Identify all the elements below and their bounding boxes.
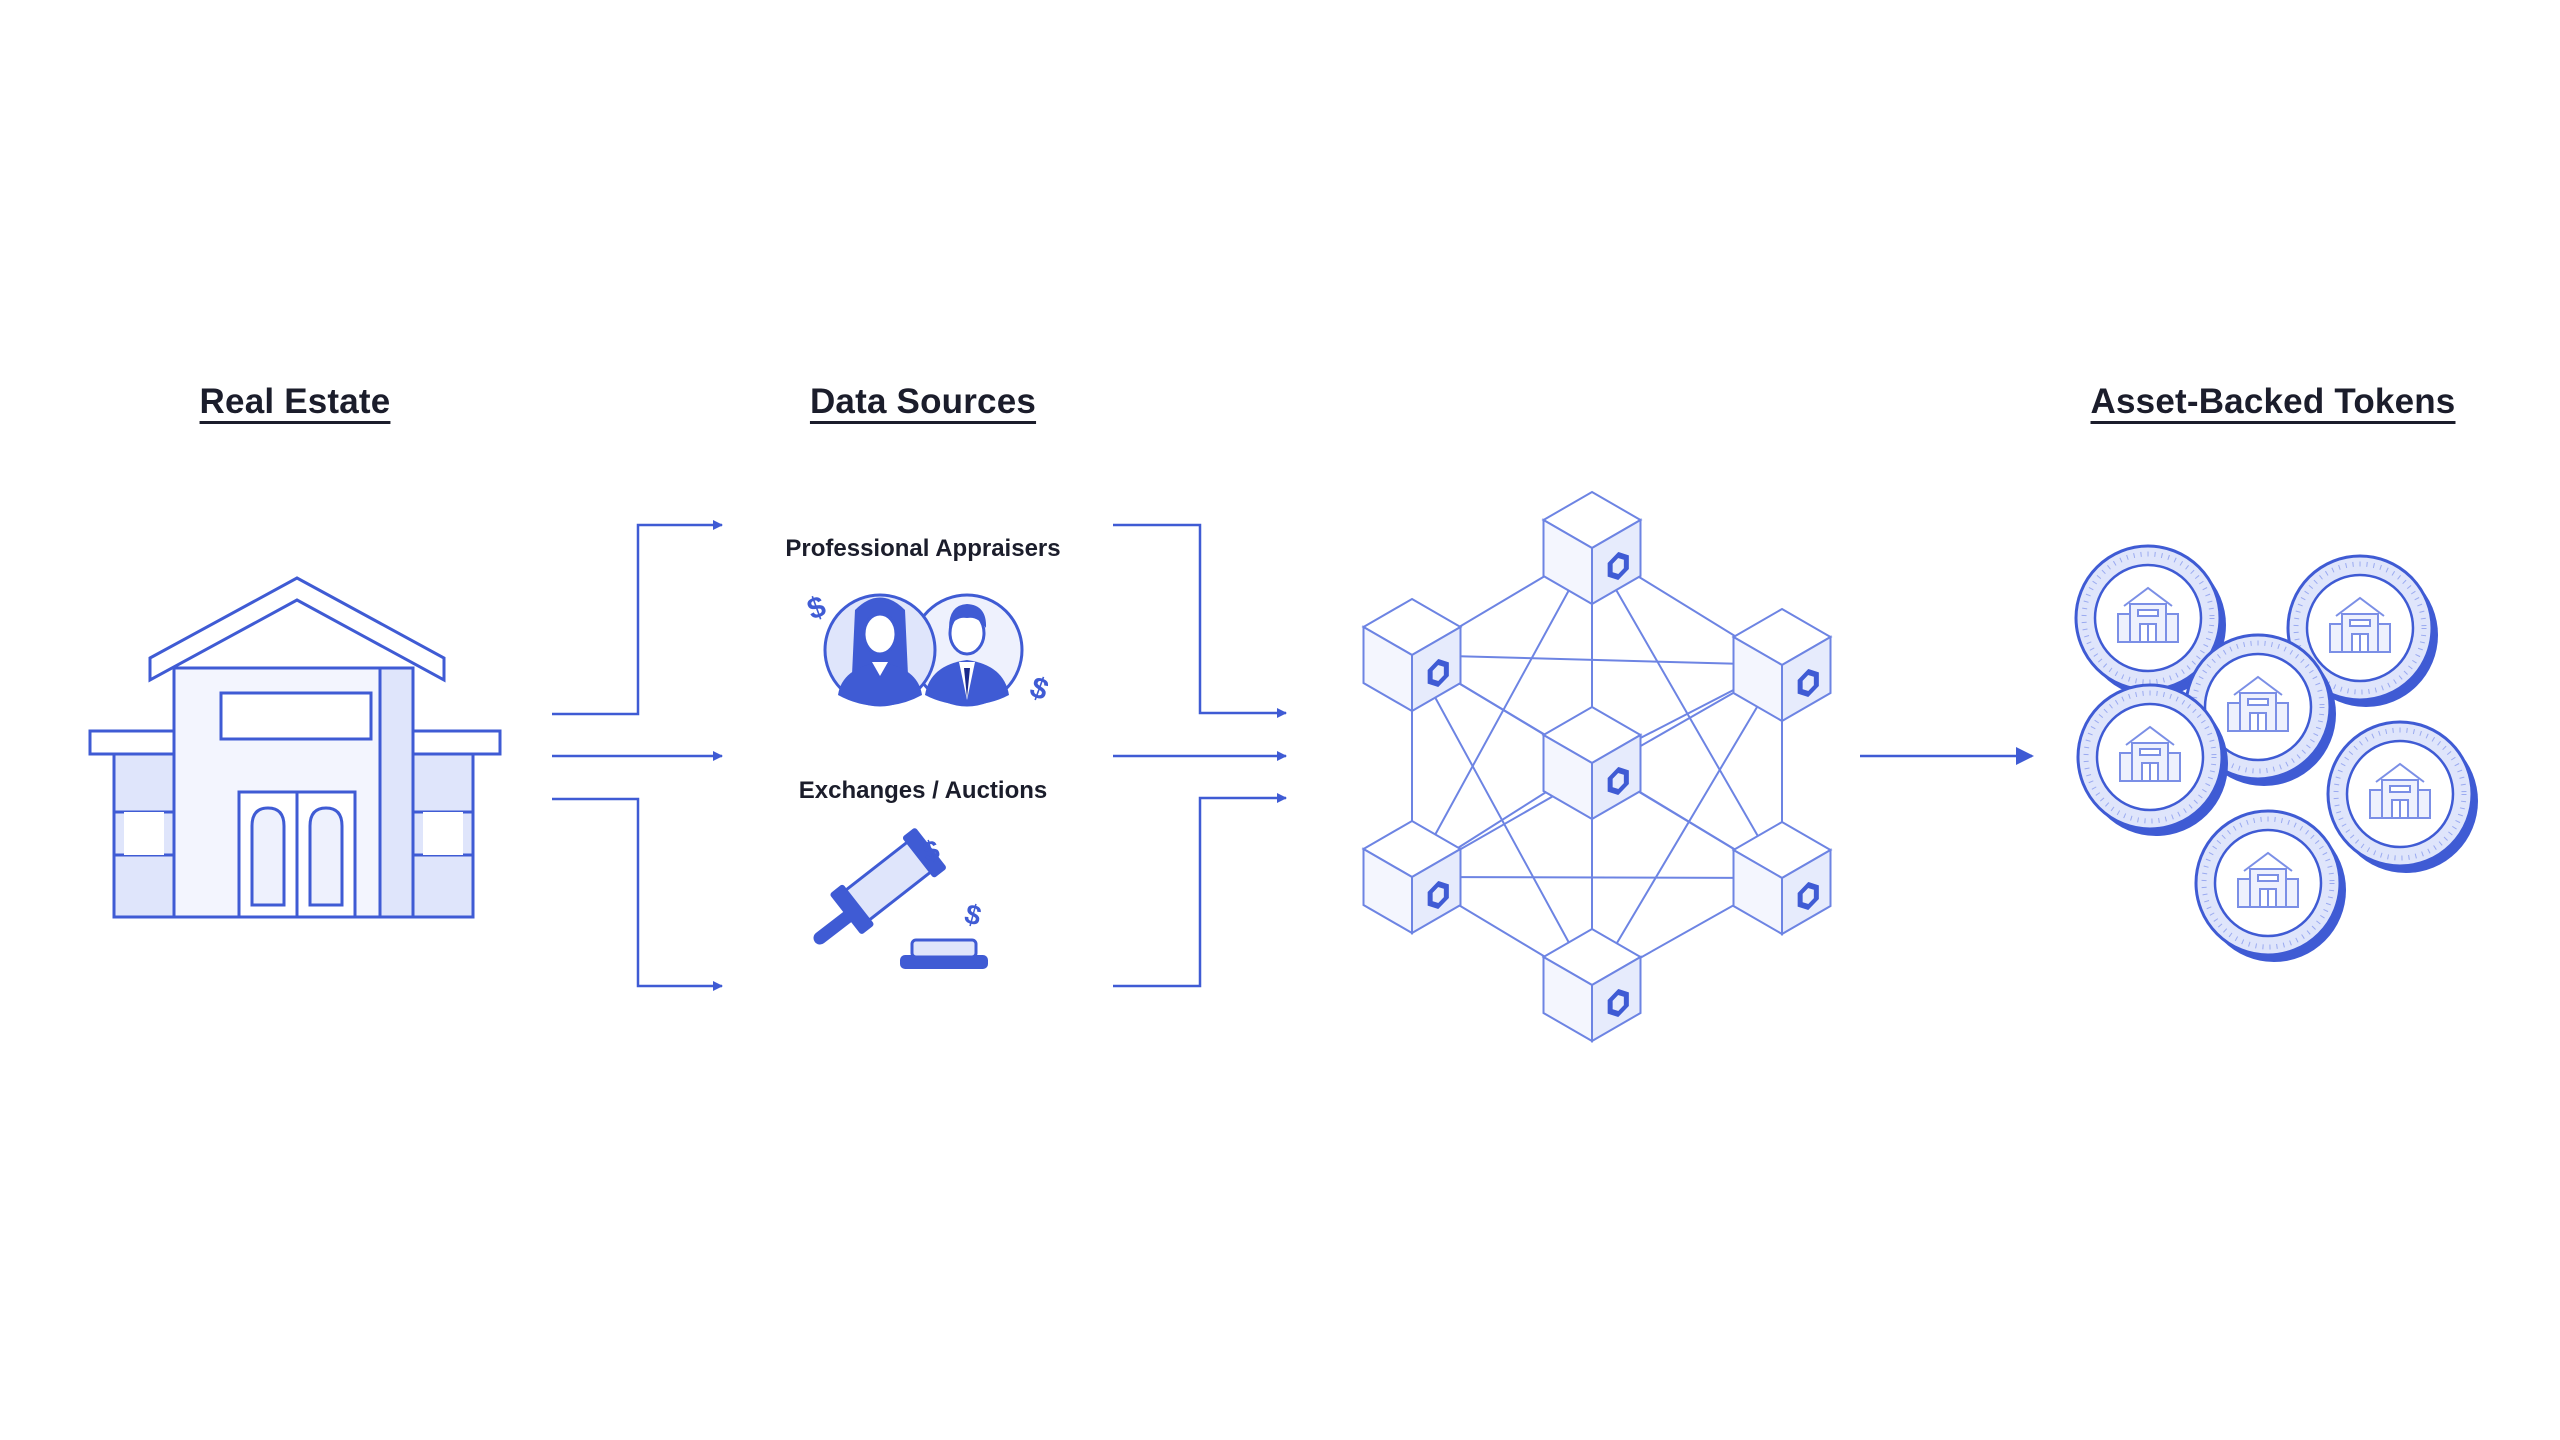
network-node-icon [1541, 705, 1643, 821]
network-node-icon [1361, 819, 1463, 935]
building-icon [88, 576, 502, 919]
network-link [1591, 547, 1783, 879]
chainlink-logo-icon [1427, 880, 1449, 910]
chainlink-logo-icon [1607, 551, 1629, 581]
chainlink-logo-icon [1607, 766, 1629, 796]
network-link [1411, 547, 1593, 878]
appraisers-label: Professional Appraisers [785, 535, 1061, 562]
network-link [1411, 654, 1783, 666]
network-node-icon [1731, 820, 1833, 936]
dollar-icon: $ [1026, 671, 1053, 708]
network-node-icon [1731, 607, 1833, 723]
network-node-icon [1361, 597, 1463, 713]
appraisers-icon: $ $ [803, 590, 1053, 708]
mini-building-icon [2117, 586, 2179, 643]
oracle-network-icon [1361, 490, 1833, 1043]
network-link [1411, 876, 1783, 879]
mini-building-icon [2329, 596, 2391, 653]
real-estate-heading: Real Estate [199, 382, 391, 421]
mini-building-icon [2237, 851, 2299, 908]
token-coins [2074, 544, 2478, 962]
dollar-icon: $ [803, 590, 830, 627]
token-coin-icon [2326, 720, 2478, 873]
dollar-icon: $ [961, 898, 984, 932]
chainlink-logo-icon [1427, 658, 1449, 688]
network-node-icon [1541, 927, 1643, 1043]
network-link [1411, 654, 1593, 986]
chainlink-logo-icon [1797, 881, 1819, 911]
token-coin-icon [2286, 554, 2438, 707]
token-coin-icon [2194, 809, 2346, 962]
tokens-heading: Asset-Backed Tokens [2090, 382, 2456, 421]
chainlink-logo-icon [1797, 668, 1819, 698]
mini-building-icon [2369, 762, 2431, 819]
exchanges-label: Exchanges / Auctions [798, 777, 1048, 804]
woman-avatar [823, 593, 937, 707]
mini-building-icon [2119, 725, 2181, 782]
network-link [1591, 664, 1783, 986]
gavel-icon: $ $ [813, 828, 988, 969]
mini-building-icon [2227, 675, 2289, 732]
chainlink-logo-icon [1607, 988, 1629, 1018]
token-coin-icon [2076, 683, 2228, 836]
data-sources-heading: Data Sources [809, 382, 1037, 421]
man-avatar [910, 593, 1024, 707]
sources-to-network-arrows [1113, 523, 1287, 988]
network-node-icon [1541, 490, 1643, 606]
building-to-sources-arrows [552, 520, 723, 991]
